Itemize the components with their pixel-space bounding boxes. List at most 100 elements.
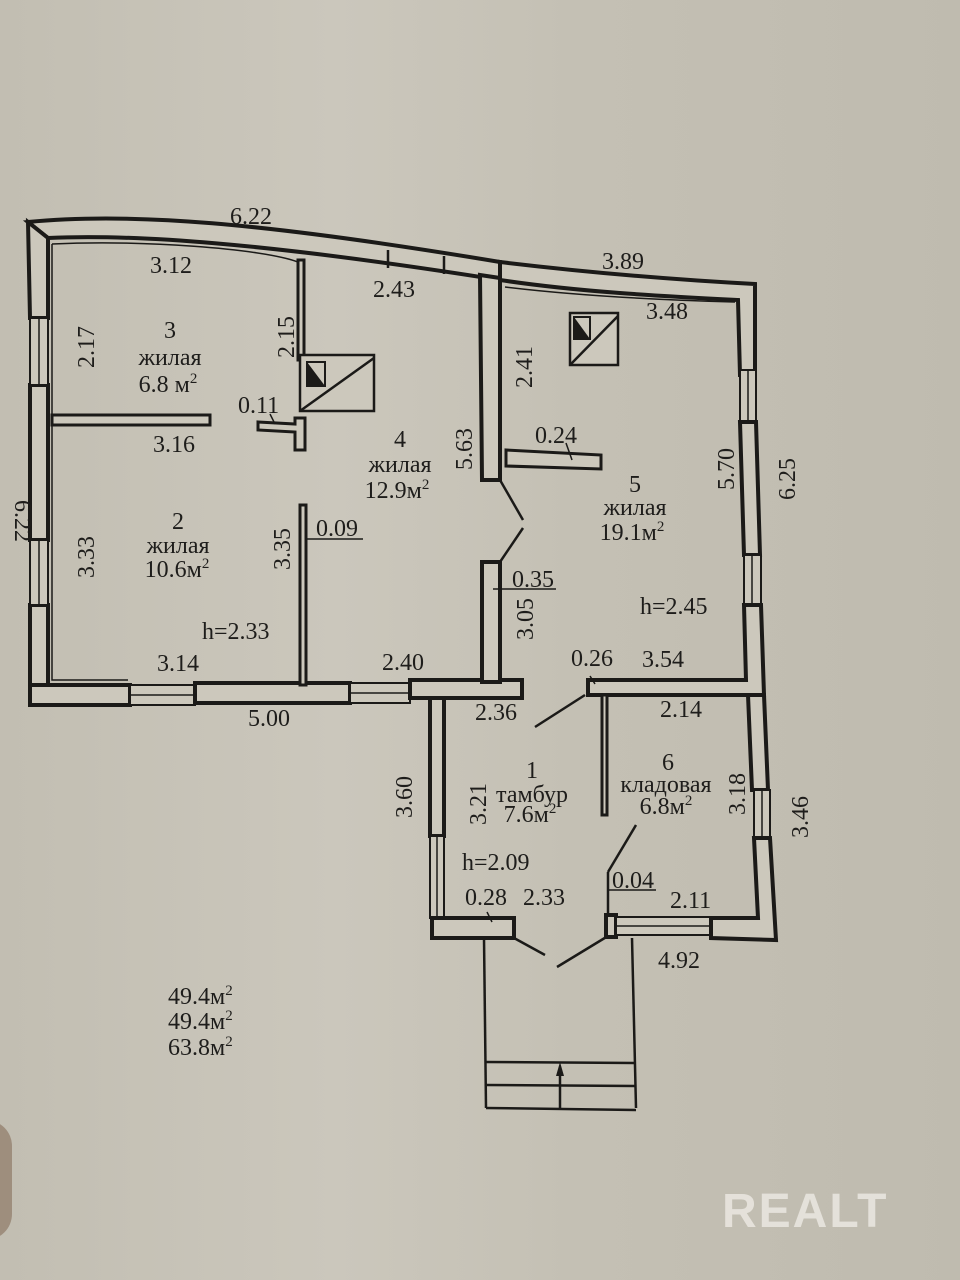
wall-4-5-lower <box>480 560 502 684</box>
dim-r3-bottom: 3.16 <box>153 432 195 458</box>
wall-storage-right <box>745 693 771 792</box>
wall-right-mid <box>737 420 763 557</box>
area-totals: 49.4м2 49.4м2 63.8м2 <box>168 983 233 1061</box>
dim-r2-partition: 0.09 <box>316 516 358 542</box>
dim-r5-corner: 0.26 <box>571 646 613 672</box>
dimension-labels: 6.22 3.89 3.12 2.43 3.48 0.11 3.16 0.24 … <box>150 204 711 974</box>
svg-text:63.8м2: 63.8м2 <box>168 1034 233 1061</box>
room-area: 10.6м <box>145 557 202 583</box>
total-area-2: 49.4м <box>168 1009 225 1035</box>
porch <box>482 937 638 1112</box>
partition-2-4 <box>298 503 308 687</box>
dim-r6-right: 3.18 <box>725 773 751 815</box>
door-4-5-a <box>498 479 525 521</box>
dim-vestibule-outer: 3.60 <box>392 776 418 818</box>
dim-storage-outer: 3.46 <box>788 796 814 838</box>
svg-text:12.9м2: 12.9м2 <box>365 477 430 504</box>
room-1-label: 1 тамбур 7.6м2 h=2.09 <box>462 758 568 876</box>
dim-r5-right: 5.70 <box>714 448 740 490</box>
wall-right-low <box>586 603 767 697</box>
room-number: 2 <box>172 509 184 535</box>
dim-outer-top-right: 3.89 <box>602 249 644 275</box>
interior-walls <box>50 258 609 817</box>
stove-room5 <box>568 311 620 367</box>
partition-1-6 <box>600 693 609 817</box>
wall-vestibule-bottom-left <box>430 916 516 940</box>
room-area: 7.6м <box>504 802 549 828</box>
wall-bottom-2 <box>193 681 352 705</box>
room-name: жилая <box>145 533 209 559</box>
dim-r2-right: 3.35 <box>270 528 296 570</box>
room-name: жилая <box>602 495 666 521</box>
ceiling-height: h=2.09 <box>462 850 530 876</box>
wall-left <box>25 217 50 320</box>
room-area: 6.8м <box>640 794 685 820</box>
room-number: 3 <box>164 318 176 344</box>
room-name: жилая <box>137 345 201 371</box>
door-6 <box>606 824 638 873</box>
realt-watermark: REALT <box>722 1185 889 1238</box>
door-entry-a <box>513 936 546 957</box>
wall-vestibule-left <box>428 696 446 838</box>
dim-r6-bottom: 2.11 <box>670 888 711 914</box>
door-swings <box>498 479 638 969</box>
room-2-label: 2 жилая 10.6м2 h=2.33 <box>145 509 270 645</box>
svg-text:49.4м2: 49.4м2 <box>168 1008 233 1035</box>
dim-r1-bottom: 2.33 <box>523 885 565 911</box>
dim-outer-top-left: 6.22 <box>230 204 272 230</box>
dim-r5-top: 3.48 <box>646 299 688 325</box>
total-area-3: 63.8м <box>168 1035 225 1061</box>
room-area: 12.9м <box>365 478 422 504</box>
room-number: 4 <box>394 427 406 453</box>
room-name: тамбур <box>496 782 568 808</box>
dim-r5-lower-left: 3.05 <box>513 598 539 640</box>
wall-4-5-upper <box>477 272 502 482</box>
dim-r3-top: 3.12 <box>150 253 192 279</box>
dim-r5-left: 2.41 <box>512 346 538 388</box>
wall-top-right <box>498 259 757 377</box>
stair-arrow-icon <box>556 1062 564 1076</box>
dim-r1-left: 3.21 <box>466 783 492 825</box>
svg-text:6.8 м2: 6.8 м2 <box>139 371 198 398</box>
dim-outer-bottom-left: 5.00 <box>248 706 290 732</box>
door-5-1 <box>534 693 586 729</box>
partition-stub <box>256 416 307 452</box>
partition-5 <box>504 448 603 471</box>
dim-r5-bottom: 3.54 <box>642 647 684 673</box>
ceiling-height: h=2.33 <box>202 619 270 645</box>
room-number: 1 <box>526 758 538 784</box>
room-5-label: 5 жилая 19.1м2 h=2.45 <box>600 472 708 620</box>
dim-outer-right: 6.25 <box>775 458 801 500</box>
leader-lines <box>269 413 656 923</box>
partition-3-2 <box>50 413 212 427</box>
svg-text:49.4м2: 49.4м2 <box>168 983 233 1010</box>
dim-r5-partition: 0.24 <box>535 423 577 449</box>
dim-r4-partition: 0.11 <box>238 393 279 419</box>
total-area-1: 49.4м <box>168 984 225 1010</box>
wall-storage-right-low <box>709 836 779 943</box>
dimension-labels-vertical: 6.22 2.17 2.15 3.33 3.35 5.63 2.41 5.70 … <box>9 316 814 838</box>
room-area: 19.1м <box>600 520 657 546</box>
svg-text:6.8м2: 6.8м2 <box>640 793 693 820</box>
finger-edge <box>0 1120 12 1240</box>
wall-bottom-1 <box>28 683 132 707</box>
top-window <box>386 250 446 274</box>
dim-r6-partition: 0.04 <box>612 868 654 894</box>
vestibule-walls <box>428 693 779 943</box>
svg-text:19.1м2: 19.1м2 <box>600 519 665 546</box>
dim-r4-right: 5.63 <box>452 428 478 470</box>
inner-outlines <box>51 242 736 681</box>
stove-room4 <box>298 353 376 413</box>
room-4-label: 4 жилая 12.9м2 <box>365 427 432 504</box>
room-number: 6 <box>662 750 674 776</box>
dim-r2-left: 3.33 <box>74 536 100 578</box>
dim-r3-left: 2.17 <box>74 326 100 368</box>
wall-bottom-3 <box>408 678 524 700</box>
room-name: кладовая <box>620 772 711 798</box>
room-number: 5 <box>629 472 641 498</box>
door-4-5-b <box>498 527 525 563</box>
ceiling-height: h=2.45 <box>640 594 708 620</box>
door-entry-b <box>556 934 609 969</box>
wall-storage-bottom-post <box>604 913 618 939</box>
outer-walls <box>22 216 767 707</box>
